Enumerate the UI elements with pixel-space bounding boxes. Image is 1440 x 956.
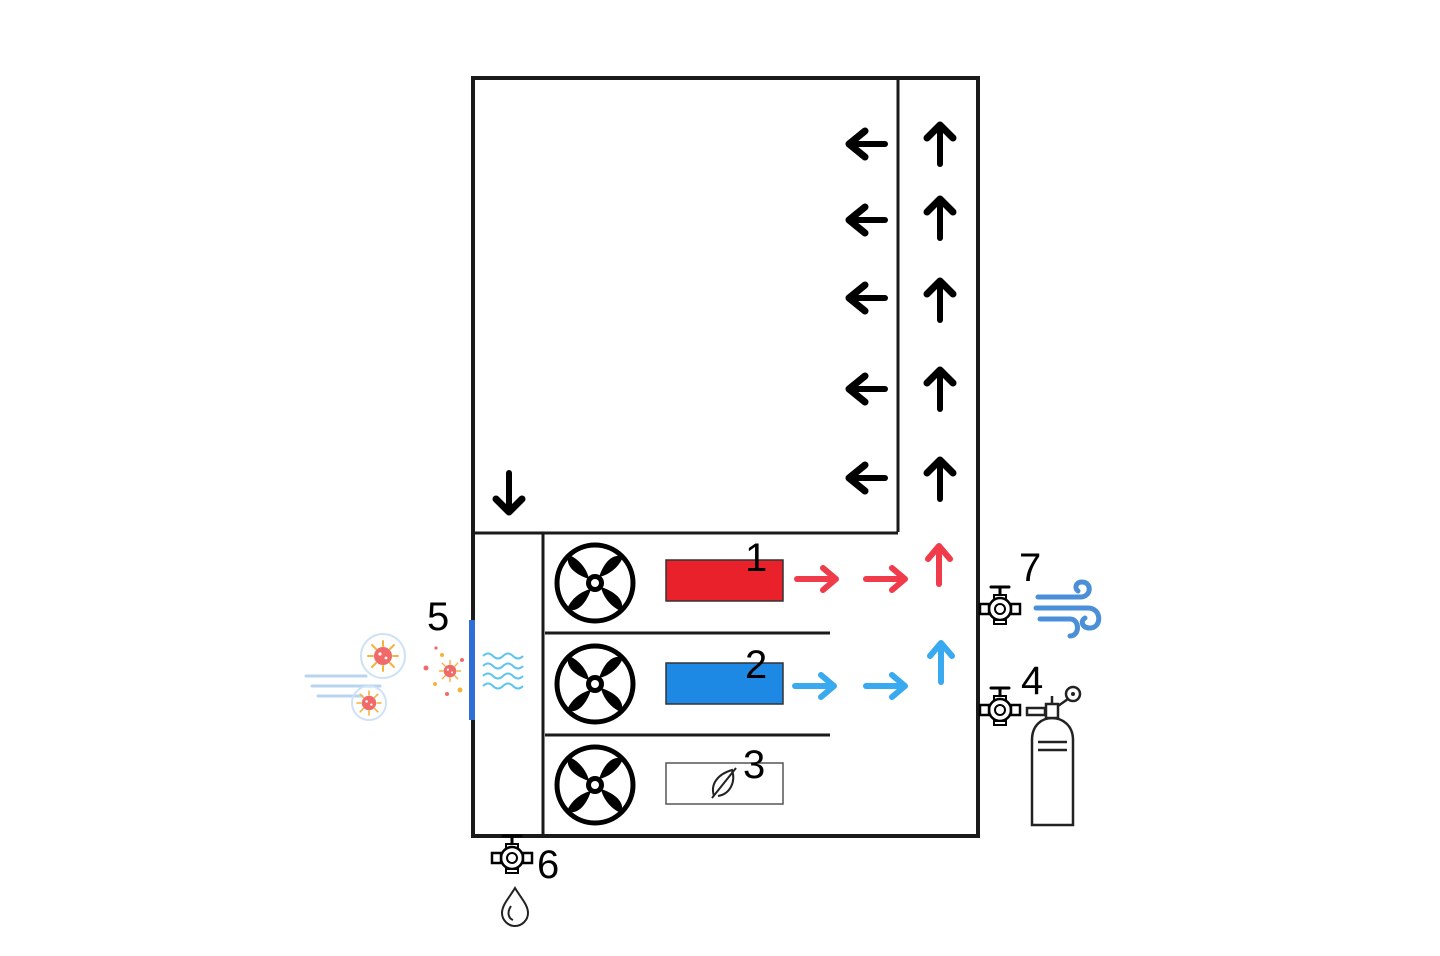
label-heater: 1: [745, 536, 767, 580]
fan-icon: [557, 747, 633, 823]
label-drain: 6: [537, 843, 559, 887]
valve-icon: [978, 686, 1022, 727]
chamber-outer-frame: [471, 76, 980, 838]
virus-icon: [356, 690, 382, 716]
water-drop-icon: [500, 886, 530, 928]
wind-icon: [304, 633, 406, 721]
valve-icon: [490, 834, 534, 875]
arrow-left-icon: [849, 465, 885, 491]
airflow-up-arrows: [927, 125, 953, 499]
arrow-left-icon: [849, 207, 885, 233]
virus-icon: [438, 659, 462, 683]
wind-icon: [1033, 579, 1102, 639]
valve-icon: [978, 585, 1022, 626]
fan-icon: [557, 545, 633, 621]
cool-airflow-arrows: [792, 640, 955, 700]
arrow-up-icon: [927, 125, 953, 164]
arrow-left-icon: [849, 285, 885, 311]
water-wave-icon: [482, 652, 524, 690]
arrow-up-icon: [927, 460, 953, 499]
cooler-block: [665, 662, 784, 705]
airflow-left-arrows: [849, 131, 885, 491]
arrow-up-icon: [927, 199, 953, 238]
virus-icon: [367, 640, 399, 672]
leaf-icon: [711, 767, 737, 799]
arrow-up-icon: [927, 281, 953, 320]
arrow-up-icon: [927, 370, 953, 409]
air-filter-bar: [469, 620, 475, 720]
arrow-left-icon: [849, 376, 885, 402]
gas-cylinder-icon: [1025, 685, 1082, 827]
particle-dots: [423, 646, 464, 696]
arrow-left-icon: [849, 131, 885, 157]
label-air-outlet: 7: [1019, 546, 1041, 590]
heat-airflow-arrows: [794, 543, 953, 593]
label-gas-inlet: 4: [1021, 659, 1043, 703]
label-humidifier: 3: [743, 743, 765, 787]
arrow-down-icon: [496, 473, 522, 512]
label-air-filter: 5: [427, 595, 449, 639]
label-cooler: 2: [745, 643, 767, 687]
heater-block: [665, 559, 784, 602]
fan-icon: [557, 646, 633, 722]
